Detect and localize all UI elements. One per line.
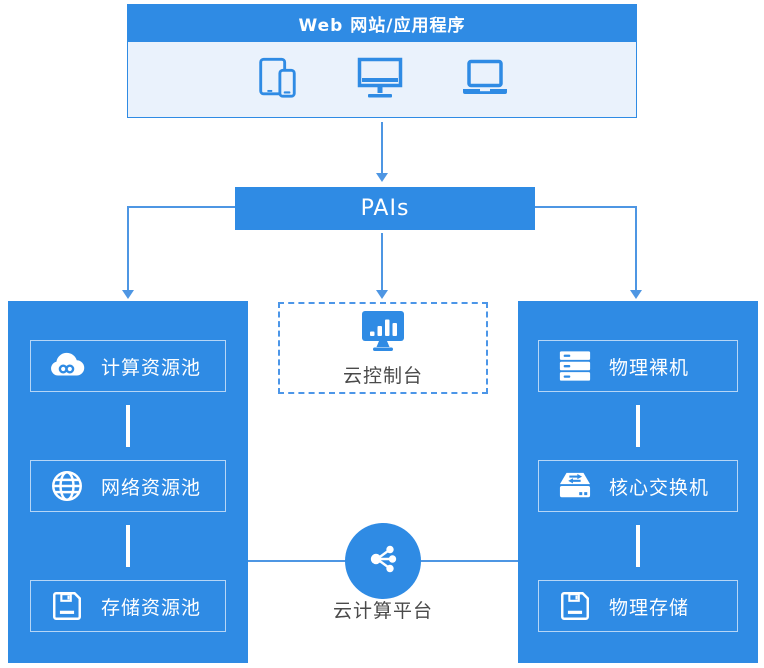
physical-layer-panel: 物理裸机 核心交换机: [518, 301, 758, 663]
left-panel-join-1: [126, 405, 130, 447]
connector-pais-right-vertical: [635, 206, 637, 291]
cloud-console-box: 云控制台: [278, 302, 488, 394]
physical-storage-item: 物理存储: [538, 580, 738, 632]
storage-pool-label: 存储资源池: [101, 596, 202, 619]
share-network-icon: [363, 539, 403, 583]
arrowhead-pais-to-console: [376, 290, 388, 299]
core-switch-item: 核心交换机: [538, 460, 738, 512]
arrowhead-pais-to-left-panel: [122, 290, 134, 299]
floppy-disk-icon: [48, 589, 86, 623]
web-app-box: Web 网站/应用程序: [127, 4, 637, 118]
laptop-icon: [460, 59, 510, 101]
right-panel-join-2: [636, 525, 640, 567]
core-switch-label: 核心交换机: [609, 476, 710, 499]
globe-icon: [48, 468, 86, 504]
device-icons-row: [128, 42, 636, 117]
resource-pool-panel: 计算资源池 网络资源池 存储资源池: [8, 301, 248, 663]
tablet-phone-icon: [254, 56, 300, 104]
desktop-monitor-icon: [356, 57, 404, 103]
monitor-chart-icon: [359, 309, 407, 357]
connector-pais-to-console: [381, 233, 383, 291]
cloud-platform-label: 云计算平台: [332, 600, 433, 622]
network-pool-label: 网络资源池: [101, 476, 202, 499]
cloud-platform-node: [345, 523, 421, 599]
connector-pais-left-horizontal: [128, 206, 235, 208]
cloud-console-label: 云控制台: [342, 364, 423, 387]
left-panel-join-2: [126, 525, 130, 567]
right-panel-join-1: [636, 405, 640, 447]
bare-metal-item: 物理裸机: [538, 340, 738, 392]
cloud-infinity-icon: [48, 351, 86, 381]
storage-pool-item: 存储资源池: [30, 580, 226, 632]
arrowhead-pais-to-right-panel: [630, 290, 642, 299]
web-app-title: Web 网站/应用程序: [128, 5, 636, 42]
server-stack-icon: [556, 349, 594, 383]
connector-pais-right-horizontal: [535, 206, 636, 208]
connector-web-to-pais: [381, 122, 383, 174]
arrowhead-web-to-pais: [376, 173, 388, 182]
connector-pais-left-vertical: [127, 206, 129, 291]
physical-storage-label: 物理存储: [609, 596, 690, 619]
compute-pool-item: 计算资源池: [30, 340, 226, 392]
pais-box: PAIs: [235, 187, 535, 230]
network-pool-item: 网络资源池: [30, 460, 226, 512]
compute-pool-label: 计算资源池: [101, 356, 202, 379]
floppy-disk-icon: [556, 589, 594, 623]
bare-metal-label: 物理裸机: [609, 356, 690, 379]
switch-icon: [556, 470, 594, 502]
